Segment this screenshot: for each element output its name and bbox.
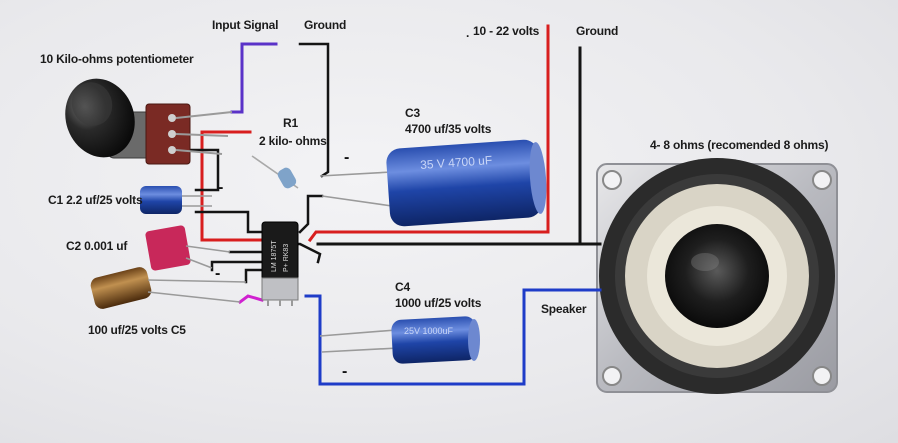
chip-text-2: P+ RK83 — [283, 244, 290, 272]
r1-value-label: 2 kilo- ohms — [259, 134, 327, 148]
input-signal-wire — [230, 42, 278, 114]
ground-input-wire — [298, 42, 330, 178]
ic-chip-icon — [261, 221, 299, 281]
capacitor-c5 — [90, 267, 247, 309]
speaker-mount-hole — [812, 170, 832, 190]
c5-label: 100 uf/25 volts C5 — [88, 323, 186, 337]
film-capacitor-icon — [145, 225, 191, 271]
r1-name-label: R1 — [283, 116, 298, 130]
supply-voltage-label: 10 - 22 volts — [473, 24, 540, 38]
resistor-r1 — [251, 155, 299, 189]
electrolytic-capacitor-icon — [386, 139, 542, 227]
wiring — [186, 24, 602, 386]
ic-chip: LM 1875T P+ RK83 — [261, 221, 299, 306]
capacitor-c1 — [140, 186, 212, 214]
capacitor-c4: 25V 1000uF — [319, 316, 480, 364]
speaker-impedance-label: 4- 8 ohms (recomended 8 ohms) — [650, 138, 829, 152]
capacitor-c2 — [145, 225, 231, 271]
ground-top-label: Ground — [304, 18, 347, 32]
c1-label: C1 2.2 uf/25 volts — [48, 193, 143, 207]
dot-mark: . — [466, 26, 470, 40]
c4-value-label: 1000 uf/25 volts — [395, 296, 482, 310]
ground-right-label: Ground — [576, 24, 619, 38]
potentiometer — [65, 78, 233, 165]
c3-negative-mark: - — [344, 149, 350, 166]
speaker-dust-cap — [665, 224, 769, 328]
pin-link-wire — [237, 294, 264, 305]
chip-text-1: LM 1875T — [271, 240, 278, 272]
c3-value-label: 4700 uf/35 volts — [405, 122, 492, 136]
input-signal-label: Input Signal — [212, 18, 279, 32]
speaker-mount-hole — [812, 366, 832, 386]
c5-negative-mark: - — [215, 265, 221, 282]
speaker-mount-hole — [602, 170, 622, 190]
speaker — [596, 158, 838, 394]
speaker-mount-hole — [602, 366, 622, 386]
electrolytic-capacitor-icon — [90, 267, 152, 309]
potentiometer-label: 10 Kilo-ohms potentiometer — [40, 52, 194, 66]
speaker-wire — [304, 288, 550, 386]
c4-print: 25V 1000uF — [404, 326, 454, 336]
c3-print: 35 V 4700 uF — [420, 153, 493, 172]
c2-label: C2 0.001 uf — [66, 239, 128, 253]
resistor-icon — [277, 167, 297, 189]
c4-name-label: C4 — [395, 280, 410, 294]
c4-negative-mark: - — [342, 363, 348, 380]
electrolytic-capacitor-icon — [140, 186, 182, 214]
c3-name-label: C3 — [405, 106, 420, 120]
red-wire — [200, 130, 264, 242]
electrolytic-capacitor-icon — [391, 316, 477, 364]
positive-supply-wire — [307, 24, 550, 243]
speaker-label: Speaker — [541, 302, 587, 316]
capacitor-c3: 35 V 4700 uF — [319, 139, 547, 227]
c1-negative-mark: - — [218, 179, 224, 196]
